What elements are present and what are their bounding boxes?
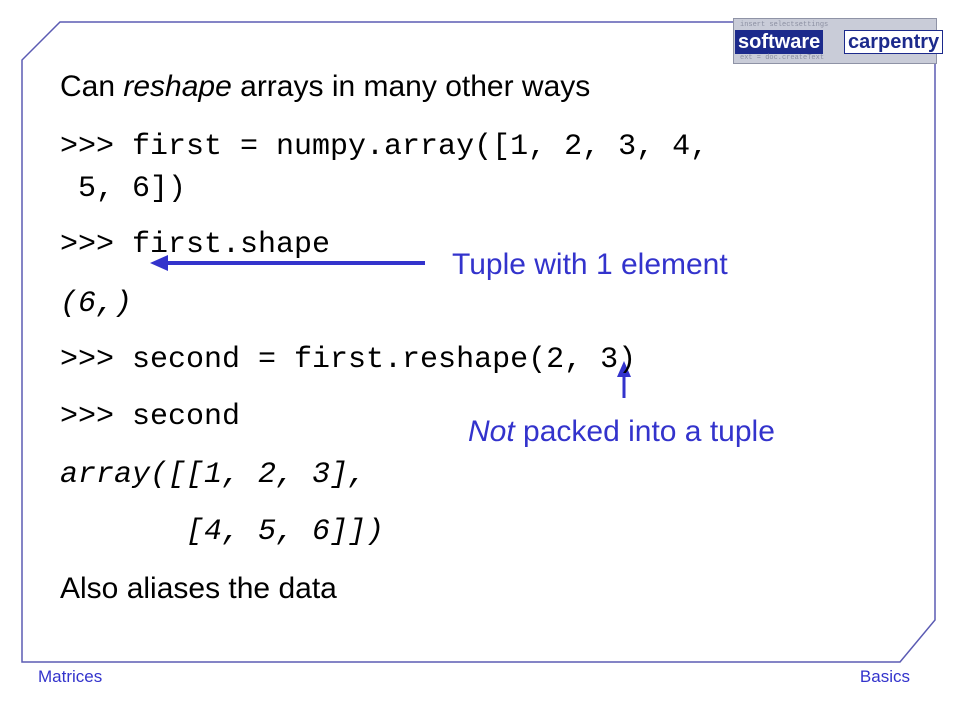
logo-word-carpentry: carpentry [844, 30, 944, 54]
output-array-row-1: array([[1, 2, 3], [60, 458, 367, 492]
closing-statement: Also aliases the data [60, 572, 337, 605]
heading-text-after: arrays in many other ways [231, 70, 591, 103]
heading-emphasis: reshape [123, 70, 232, 103]
logo-faint-text-bottom: ext = doc.createText [740, 54, 825, 62]
annotation-tuple-note: Tuple with 1 element [452, 248, 728, 281]
tuple-arrow-head [150, 255, 168, 271]
logo-word-software: software [735, 30, 824, 54]
not-packed-arrow-head [617, 361, 631, 377]
output-shape: (6,) [60, 287, 133, 321]
slide-heading: Can reshape arrays in many other ways [60, 70, 590, 104]
footer-right: Basics [859, 667, 910, 686]
software-carpentry-logo: insert selectsettings software carpentry… [733, 18, 944, 64]
heading-text-before: Can [60, 70, 124, 103]
footer-left: Matrices [38, 667, 103, 686]
code-line-second: >>> second [60, 400, 241, 434]
annotation-not-packed: Not packed into a tuple [468, 415, 775, 449]
annotation-not-packed-rest: packed into a tuple [514, 415, 775, 448]
code-line-shape: >>> first.shape [60, 228, 331, 262]
code-line-array-create-cont: 5, 6]) [60, 172, 187, 206]
code-line-array-create: >>> first = numpy.array([1, 2, 3, 4, [60, 130, 709, 164]
logo-faint-text-top: insert selectsettings [740, 21, 829, 29]
code-line-reshape: >>> second = first.reshape(2, 3) [60, 343, 637, 377]
output-array-row-2: [4, 5, 6]]) [60, 515, 385, 549]
annotation-not-emphasis: Not [468, 415, 515, 448]
